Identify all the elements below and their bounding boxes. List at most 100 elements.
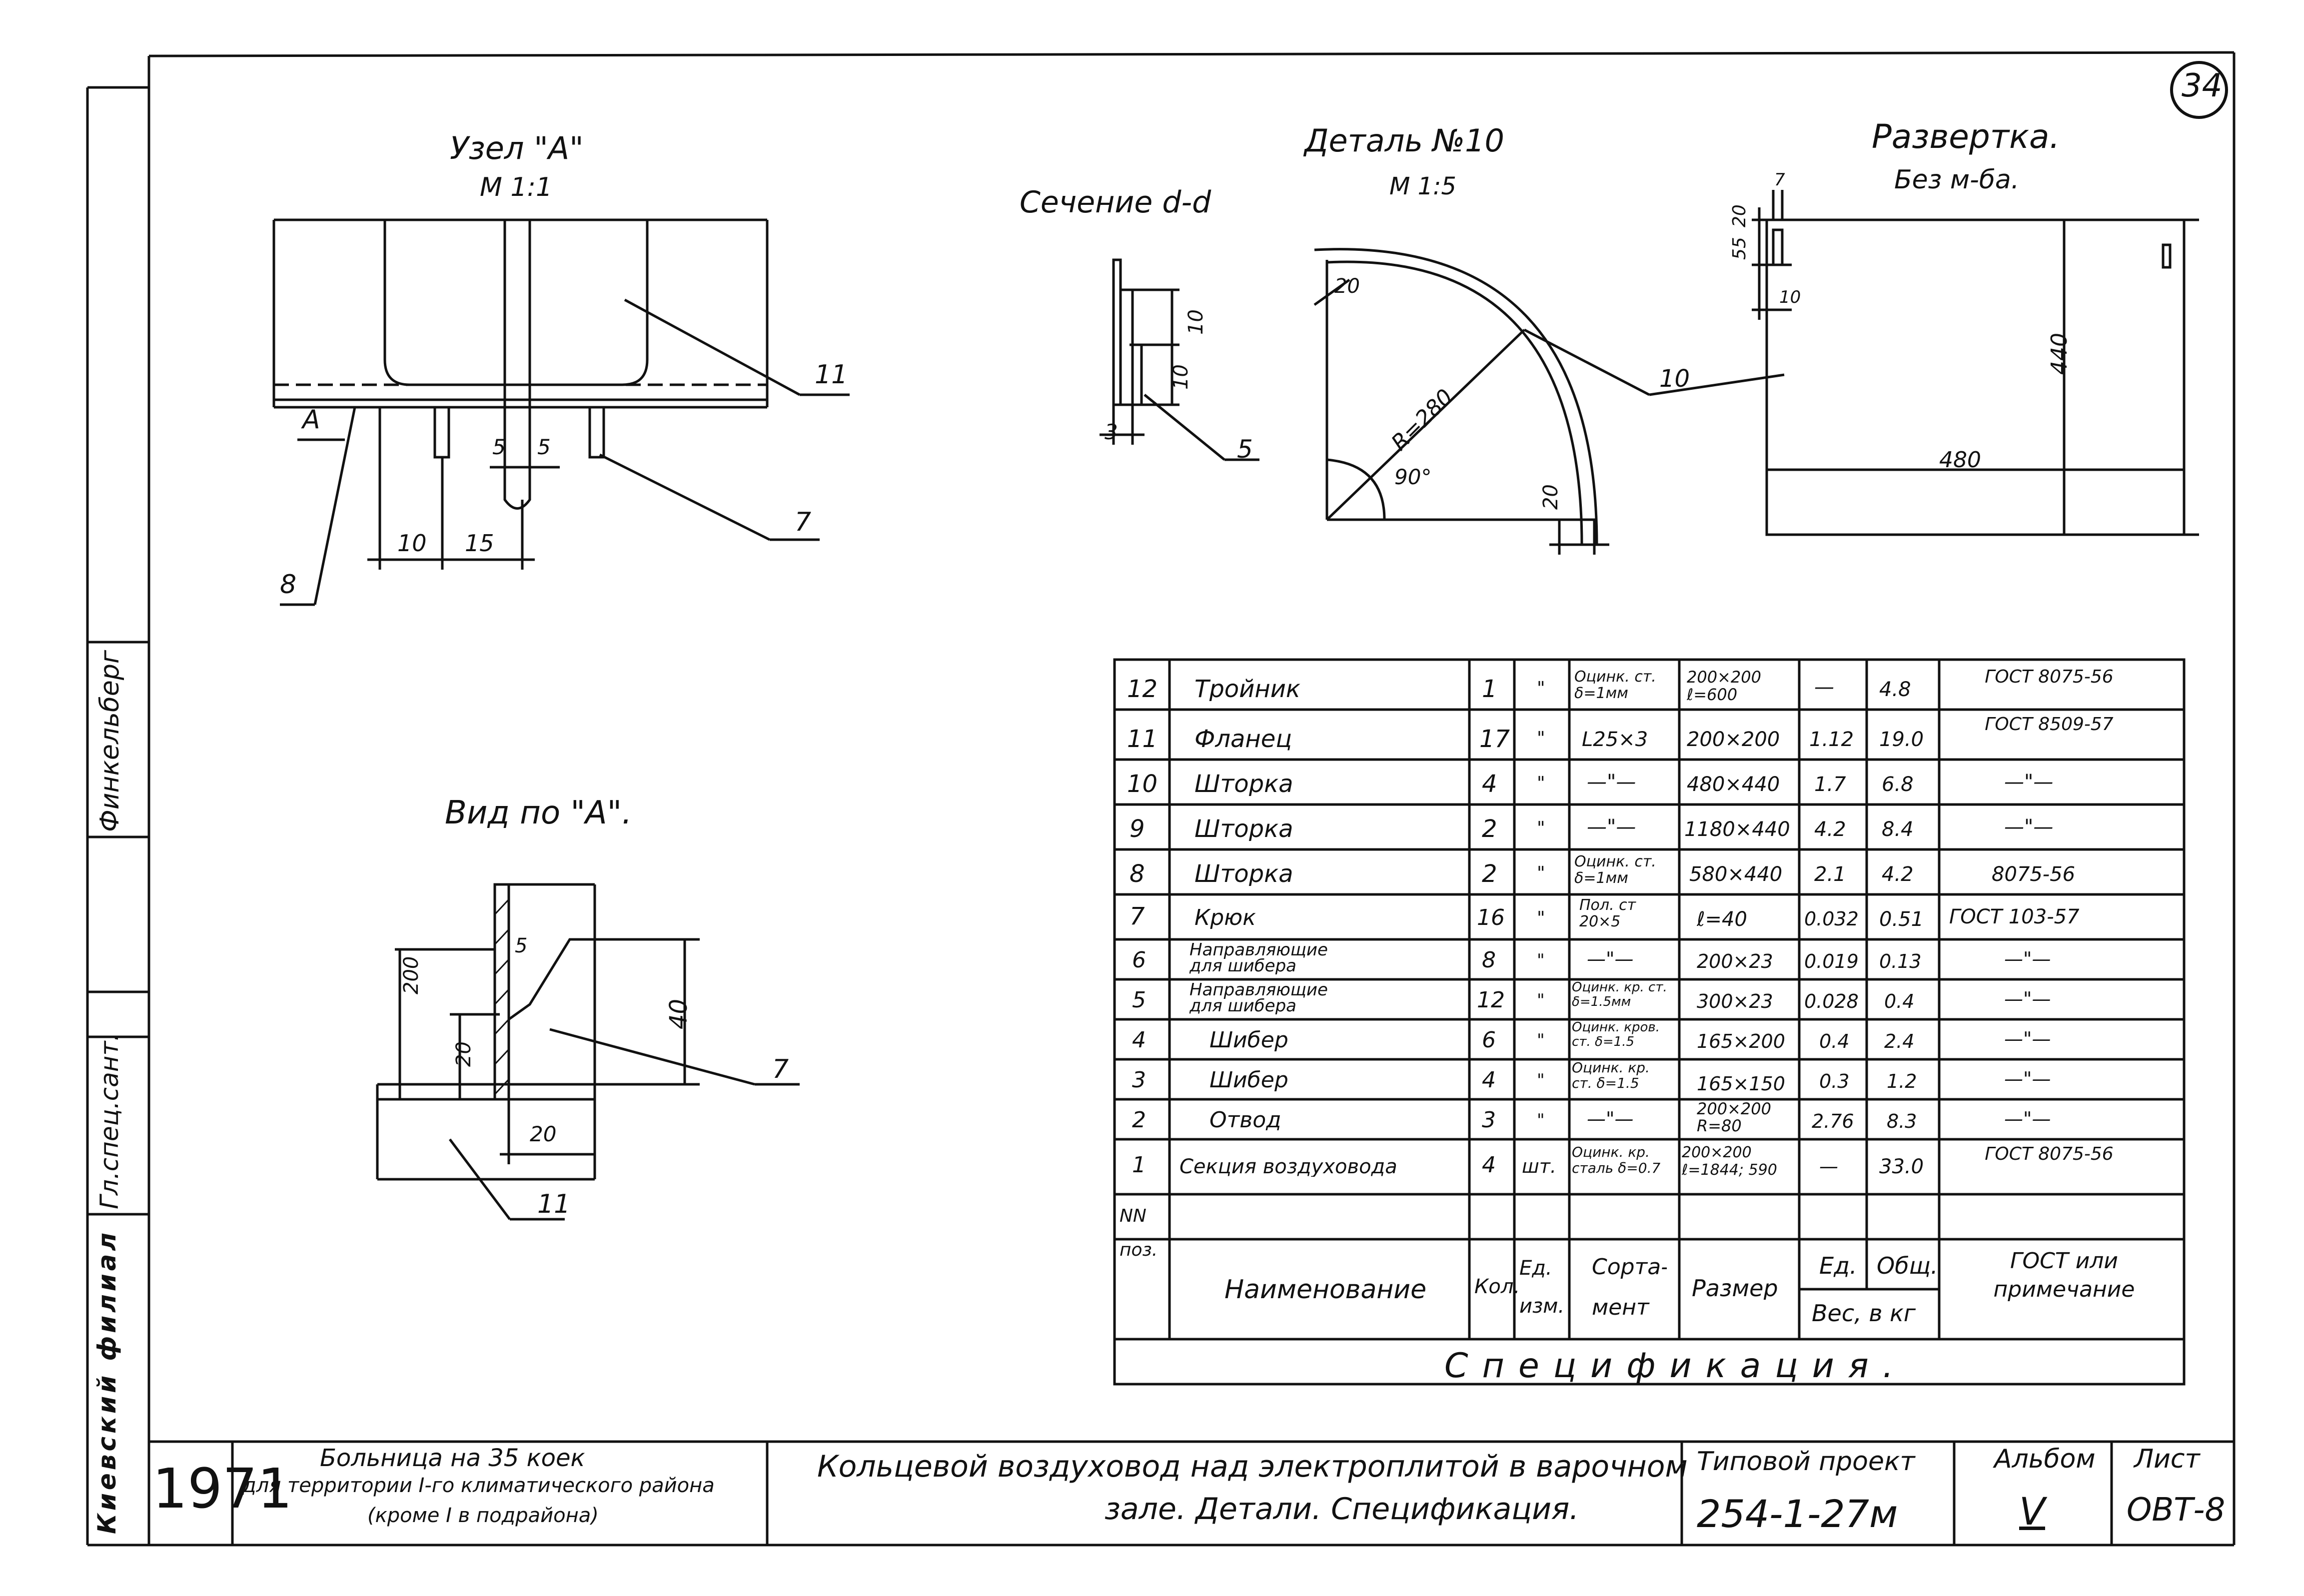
unfold-dim-440: 440 — [2047, 333, 2072, 375]
cell-size: 200×200 ℓ=600 — [1687, 669, 1761, 704]
unfold-title: Развертка. — [1872, 117, 2060, 156]
cell-grade: —"— — [1587, 949, 1634, 968]
header-weight: Вес, в кг — [1812, 1302, 1916, 1325]
section-dim-10a: 10 — [1184, 309, 1207, 335]
subject-line-2: зале. Детали. Спецификация. — [1105, 1492, 1579, 1527]
dim-5a: 5 — [492, 435, 506, 459]
header-size: Размер — [1692, 1277, 1778, 1300]
cell-w-total: 8.4 — [1882, 819, 1914, 839]
cell-gost: 8075-56 — [1992, 864, 2076, 884]
node-a-title: Узел "А" — [450, 130, 584, 166]
object-line-1: Больница на 35 коек — [320, 1444, 585, 1472]
project-value: 254-1-27м — [1697, 1492, 1898, 1536]
cell-w-unit: 1.7 — [1814, 775, 1846, 795]
cell-w-total: 33.0 — [1879, 1157, 1924, 1177]
header-qty: Кол. — [1474, 1277, 1520, 1297]
side-dept: Гл.спец.сант. — [95, 1033, 124, 1209]
cell-unit: " — [1537, 819, 1545, 837]
cell-w-total: 0.13 — [1879, 952, 1922, 971]
cell-qty: 2 — [1482, 817, 1497, 841]
cell-grade: Оцинк. ст. δ=1мм — [1574, 853, 1656, 886]
cell-qty: 6 — [1482, 1029, 1496, 1051]
unfold-dim-55: 55 — [1729, 237, 1750, 260]
cell-name: Шторка — [1194, 817, 1293, 841]
cell-unit: " — [1537, 1112, 1545, 1129]
cell-gost: ГОСТ 8509-57 — [1985, 715, 2114, 735]
unfold-scale: Без м-ба. — [1894, 165, 2020, 195]
cell-qty: 8 — [1482, 949, 1496, 971]
header-grade: Сорта- мент — [1592, 1254, 1667, 1321]
cell-size: 200×200 R=80 — [1697, 1101, 1771, 1135]
cell-grade: —"— — [1587, 817, 1636, 837]
unfold-dim-7: 7 — [1774, 170, 1785, 190]
cell-gost: —"— — [2004, 772, 2054, 792]
cell-pos: 12 — [1127, 677, 1158, 701]
cell-pos: 5 — [1132, 989, 1146, 1011]
node-a-scale: М 1:1 — [480, 172, 553, 202]
section-dim-10b: 10 — [1169, 364, 1192, 390]
cell-w-total: 19.0 — [1879, 730, 1924, 750]
section-callout-5: 5 — [1237, 435, 1253, 464]
cell-qty: 2 — [1482, 862, 1497, 886]
cell-pos: 10 — [1127, 772, 1158, 796]
cell-grade: —"— — [1587, 1109, 1634, 1128]
cell-w-total: 4.2 — [1882, 864, 1914, 884]
cell-size: 200×200 — [1687, 730, 1780, 750]
cell-name: Шибер — [1209, 1029, 1288, 1051]
cell-w-unit: 0.3 — [1819, 1072, 1850, 1091]
header-w-total: Общ. — [1877, 1254, 1938, 1277]
title-year: 1971 — [152, 1457, 292, 1521]
cell-qty: 16 — [1477, 907, 1505, 929]
section-dim-3: 3 — [1105, 420, 1118, 444]
cell-unit: " — [1537, 775, 1545, 793]
cell-name: Отвод — [1209, 1109, 1281, 1131]
cell-w-unit: 0.032 — [1804, 909, 1859, 928]
cell-grade: L25×3 — [1582, 730, 1648, 750]
view-callout-7: 7 — [772, 1054, 789, 1084]
cell-w-total: 1.2 — [1887, 1072, 1917, 1091]
cell-name: Секция воздуховода — [1179, 1157, 1397, 1177]
detail-10-title: Деталь №10 — [1304, 122, 1504, 159]
cell-size: 480×440 — [1687, 775, 1780, 795]
cell-gost: ГОСТ 103-57 — [1949, 907, 2080, 927]
cell-w-unit: 0.019 — [1804, 952, 1859, 971]
cell-unit: " — [1537, 730, 1545, 748]
sheet-label: Лист — [2134, 1444, 2200, 1474]
cell-grade: Оцинк. кров. ст. δ=1.5 — [1572, 1020, 1660, 1049]
sheet-number: 34 — [2182, 67, 2223, 104]
cell-pos: 3 — [1132, 1069, 1146, 1091]
cell-w-total: 0.4 — [1884, 992, 1915, 1011]
cell-name: Направляющие для шибера — [1189, 942, 1328, 974]
cell-unit: " — [1537, 952, 1545, 969]
cell-w-unit: 4.2 — [1814, 819, 1846, 839]
cell-grade: —"— — [1587, 772, 1636, 792]
cell-size: 165×150 — [1697, 1074, 1785, 1093]
cell-gost: —"— — [2004, 1109, 2051, 1128]
detail-dim-20b: 20 — [1539, 484, 1562, 510]
cell-size: 580×440 — [1689, 864, 1783, 884]
unfold-dim-20: 20 — [1729, 204, 1750, 227]
cell-qty: 3 — [1482, 1109, 1496, 1131]
cell-size: ℓ=40 — [1697, 909, 1747, 929]
view-dim-20b: 20 — [530, 1122, 557, 1146]
cell-unit: " — [1537, 1072, 1545, 1089]
cell-size: 165×200 — [1697, 1032, 1785, 1051]
cell-pos: 2 — [1132, 1109, 1146, 1131]
sheet-value: ОВТ-8 — [2127, 1492, 2226, 1529]
view-dim-5: 5 — [515, 934, 528, 957]
side-org: Киевский филиал — [92, 1229, 121, 1534]
cell-unit: шт. — [1522, 1157, 1556, 1176]
side-name: Финкельберг — [95, 650, 125, 832]
subject-line-1: Кольцевой воздуховод над электроплитой в… — [817, 1449, 1688, 1484]
cell-w-total: 6.8 — [1882, 775, 1914, 795]
detail-angle: 90° — [1394, 465, 1432, 489]
cell-w-total: 4.8 — [1879, 680, 1911, 700]
cell-gost: ГОСТ 8075-56 — [1985, 1144, 2114, 1164]
cell-w-unit: 1.12 — [1809, 730, 1854, 750]
callout-11: 11 — [815, 360, 848, 390]
view-dim-40: 40 — [665, 998, 693, 1029]
cell-unit: " — [1537, 1032, 1545, 1049]
cell-pos: 6 — [1132, 949, 1146, 971]
section-dd-title: Сечение d-d — [1020, 185, 1211, 220]
cell-grade: Оцинк. кр. сталь δ=0.7 — [1572, 1144, 1661, 1177]
